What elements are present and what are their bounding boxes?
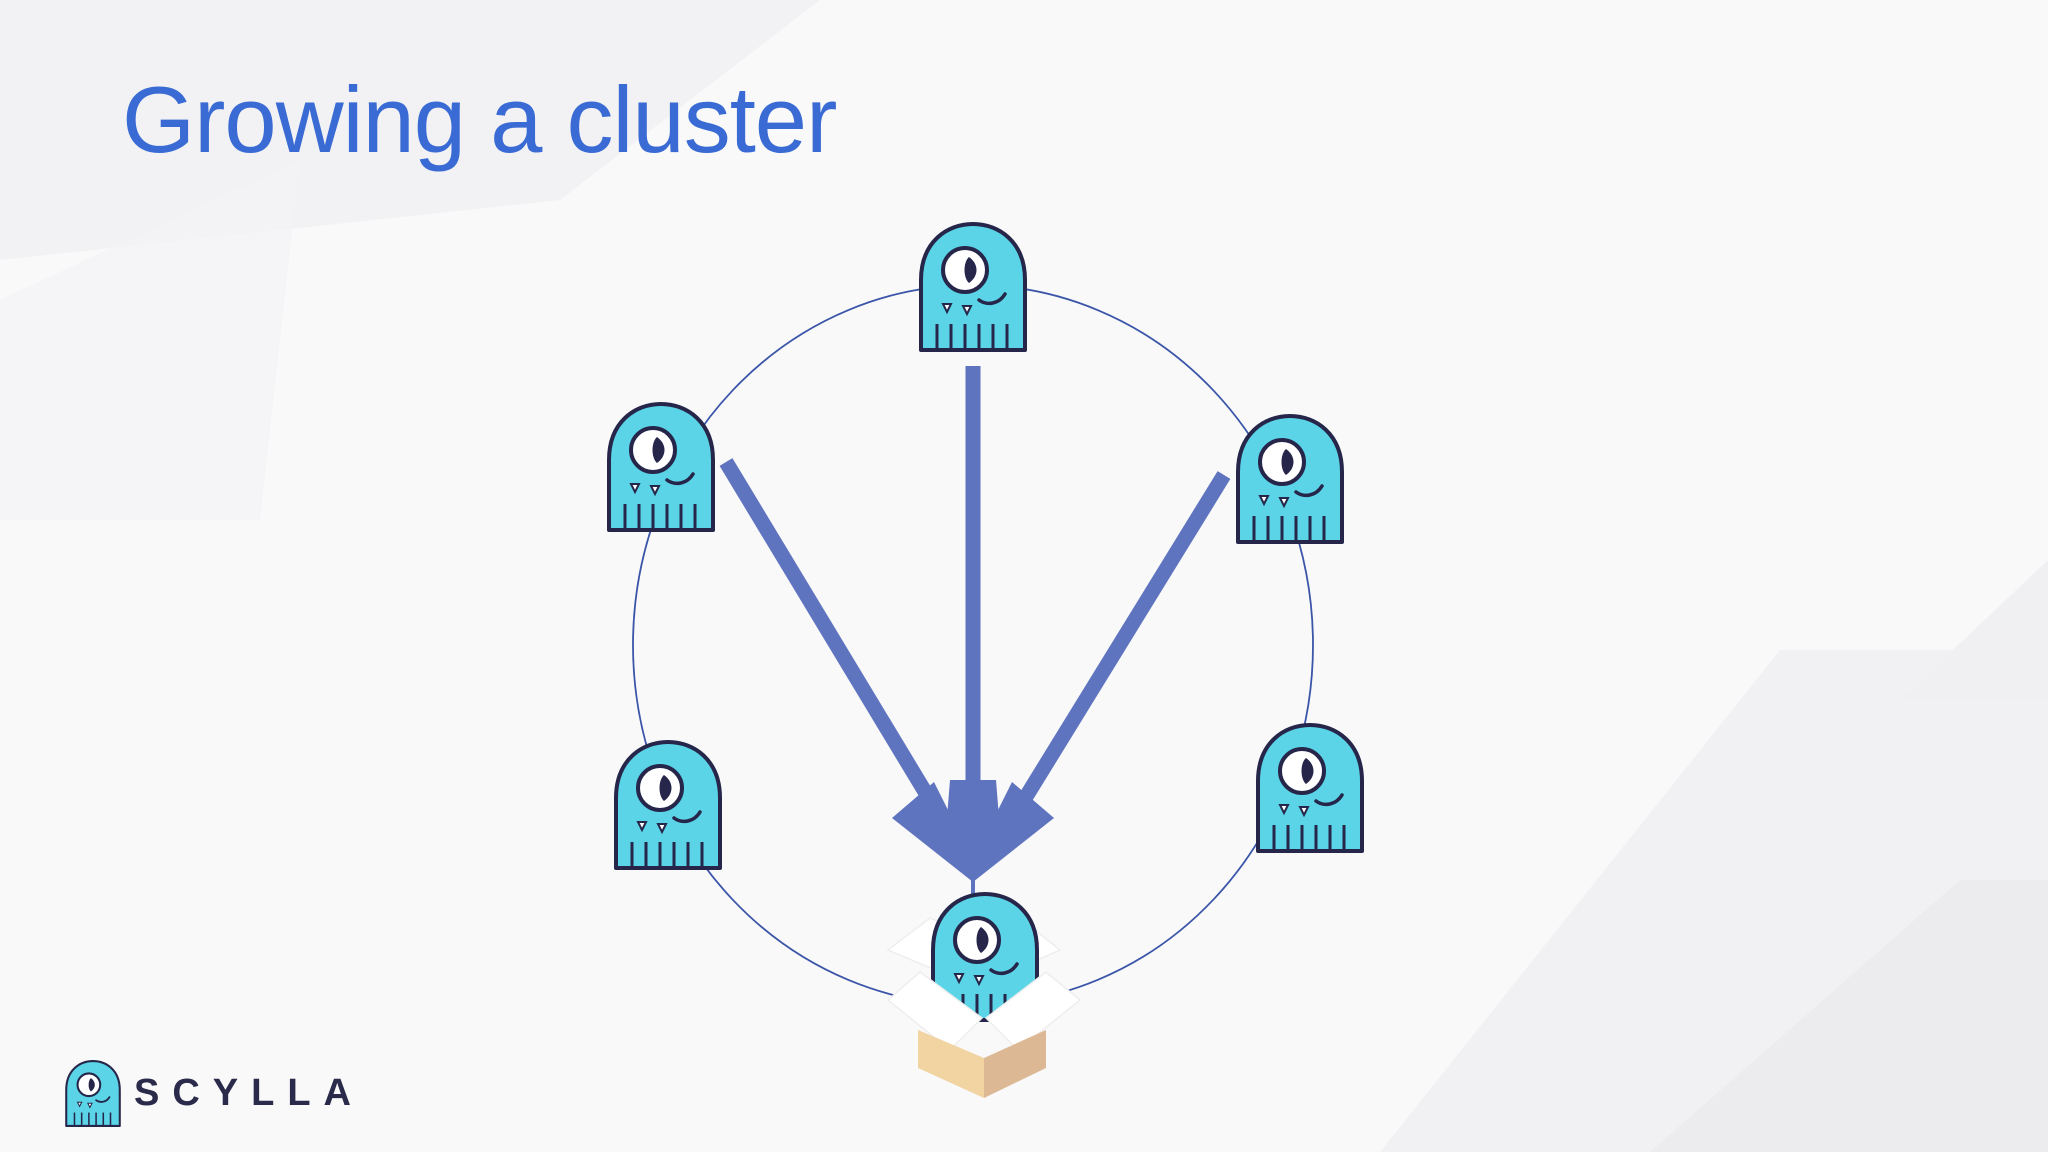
node-upper-right (1236, 414, 1344, 544)
slide-title: Growing a cluster (122, 67, 837, 172)
replication-arrows (719, 366, 1231, 905)
node-top (919, 222, 1027, 352)
scylla-logo-icon (65, 1060, 121, 1127)
node-lower-right (1256, 723, 1364, 853)
node-lower-left (614, 740, 722, 870)
brand-name: SCYLLA (134, 1072, 364, 1114)
node-new (886, 892, 1082, 1098)
node-upper-left (607, 402, 715, 532)
